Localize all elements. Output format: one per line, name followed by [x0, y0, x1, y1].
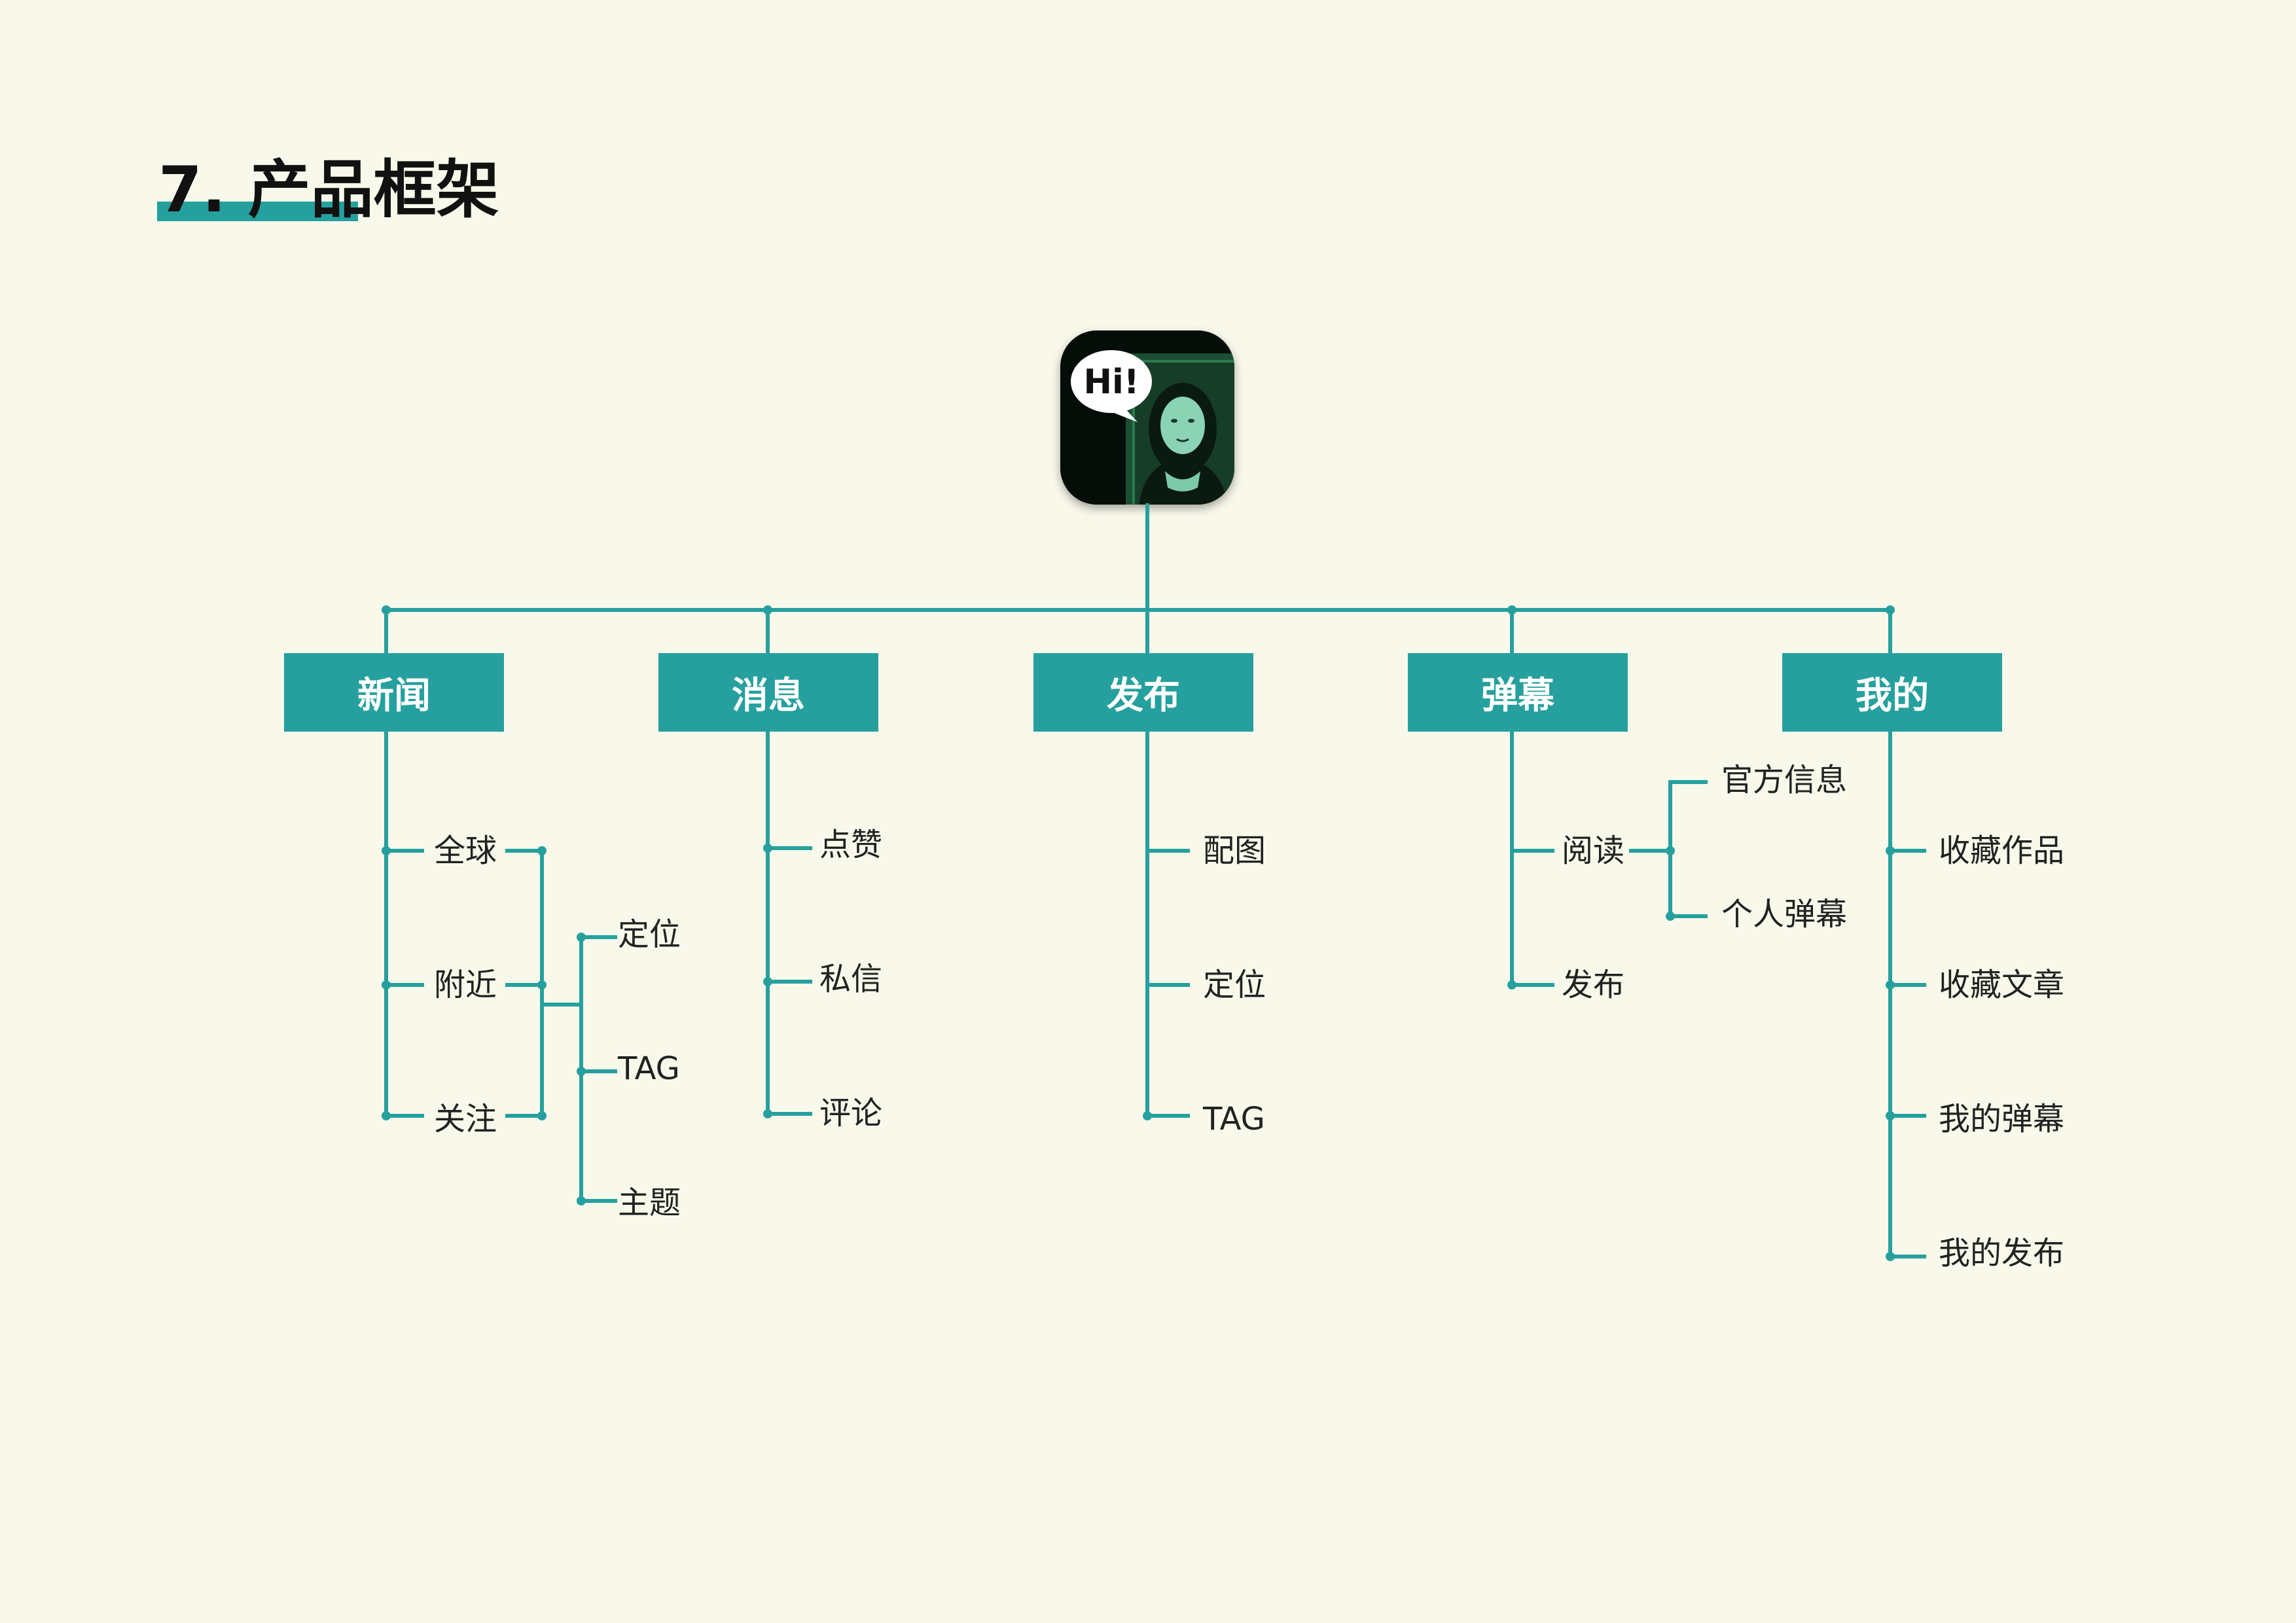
leaf-publish-image: 配图 — [1203, 832, 1266, 869]
leaf-messages-likes: 点赞 — [819, 827, 883, 863]
leaf-mine-my-posts: 我的发布 — [1939, 1235, 2065, 1272]
leaf-news-location: 定位 — [618, 916, 681, 953]
leaf-publish-location: 定位 — [1203, 967, 1266, 1003]
leaf-danmaku-read: 阅读 — [1562, 832, 1625, 869]
leaf-messages-comments: 评论 — [819, 1095, 883, 1132]
node-publish: 发布 — [1033, 653, 1253, 732]
node-mine: 我的 — [1782, 653, 2002, 732]
speech-bubble-text: Hi! — [1083, 363, 1139, 402]
node-danmaku: 弹幕 — [1408, 653, 1628, 732]
leaf-danmaku-personal: 个人弹幕 — [1721, 896, 1848, 933]
leaf-mine-fav-articles: 收藏文章 — [1939, 967, 2065, 1003]
page-title-block: 7. 产品框架 — [157, 147, 524, 239]
leaf-news-tag: TAG — [618, 1050, 680, 1087]
page-title: 7. 产品框架 — [158, 153, 499, 226]
leaf-mine-fav-works: 收藏作品 — [1939, 832, 2065, 869]
mona-lisa-icon: Hi! — [1060, 330, 1234, 505]
leaf-news-global: 全球 — [434, 832, 497, 869]
leaf-danmaku-official: 官方信息 — [1721, 762, 1848, 798]
app-icon: Hi! — [1060, 330, 1234, 505]
leaf-mine-my-danmaku: 我的弹幕 — [1939, 1101, 2065, 1137]
leaf-danmaku-publish: 发布 — [1562, 967, 1625, 1003]
leaf-news-following: 关注 — [434, 1101, 497, 1137]
node-news: 新闻 — [284, 653, 504, 732]
leaf-publish-tag: TAG — [1203, 1101, 1265, 1137]
leaf-news-topic: 主题 — [618, 1185, 681, 1221]
title-underline-bar — [157, 202, 358, 221]
leaf-news-nearby: 附近 — [434, 967, 497, 1003]
node-messages: 消息 — [658, 653, 878, 732]
leaf-messages-private: 私信 — [819, 961, 883, 997]
